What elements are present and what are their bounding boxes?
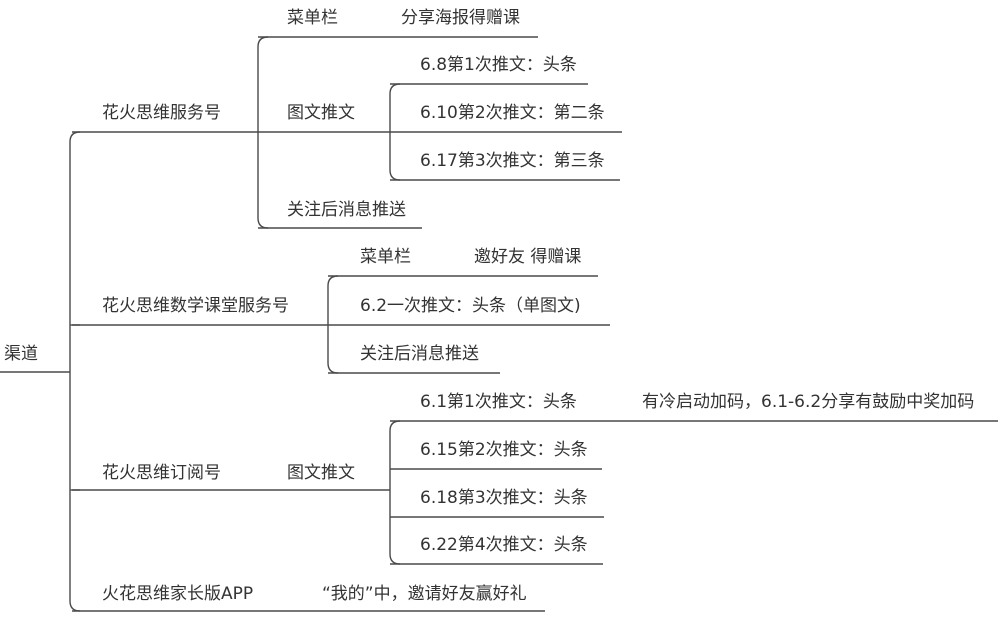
- b2-menu: 菜单栏: [360, 247, 411, 267]
- branch-subscription: 花火思维订阅号: [102, 463, 221, 483]
- b3-article-item-2: 6.15第2次推文：头条: [420, 440, 588, 460]
- b1-article-item-3: 6.17第3次推文：第三条: [420, 151, 605, 171]
- b3-article-item-4: 6.22第4次推文：头条: [420, 535, 588, 555]
- b1-article-item-2: 6.10第2次推文：第二条: [420, 103, 605, 123]
- branch-math-classroom: 花火思维数学课堂服务号: [102, 296, 289, 316]
- b3-article-item-1: 6.1第1次推文：头条: [420, 392, 577, 412]
- parent-app-note: “我的”中，邀请好友赢好礼: [322, 584, 527, 604]
- b3-article-item-3: 6.18第3次推文：头条: [420, 488, 588, 508]
- b2-article: 6.2一次推文：头条（单图文): [360, 296, 581, 316]
- b2-menu-note: 邀好友 得赠课: [474, 247, 582, 267]
- branch-parent-app: 火花思维家长版APP: [102, 584, 254, 604]
- branch-service-account: 花火思维服务号: [102, 103, 221, 123]
- b3-article: 图文推文: [287, 463, 355, 483]
- b2-follow-push: 关注后消息推送: [360, 344, 479, 364]
- b1-menu-note: 分享海报得赠课: [401, 8, 520, 28]
- b1-follow-push: 关注后消息推送: [287, 200, 406, 220]
- b3-article-item-1-note: 有冷启动加码，6.1-6.2分享有鼓励中奖加码: [642, 392, 975, 412]
- b1-article: 图文推文: [287, 103, 355, 123]
- b1-menu: 菜单栏: [287, 8, 338, 28]
- root-node: 渠道: [4, 344, 38, 364]
- b1-article-item-1: 6.8第1次推文：头条: [420, 55, 577, 75]
